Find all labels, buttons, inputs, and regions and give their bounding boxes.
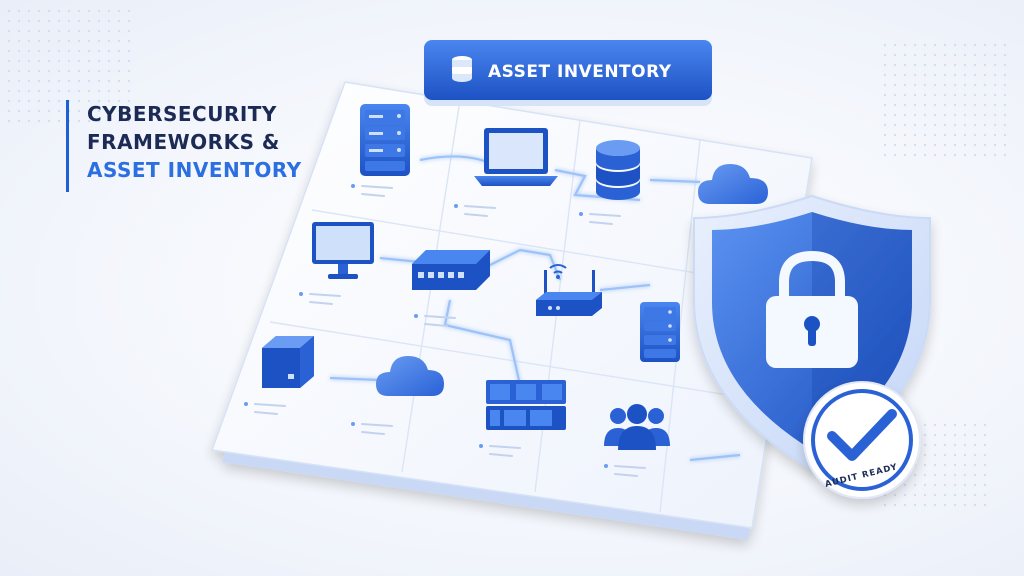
title-line-1: CYBERSECURITY [87, 102, 277, 126]
panel-header: ASSET INVENTORY [424, 40, 712, 106]
title-line-2: FRAMEWORKS & [87, 130, 280, 154]
database-icon [452, 56, 472, 82]
dot-pattern-right [880, 40, 1010, 160]
padlock-icon [766, 250, 858, 368]
audit-ready-badge: AUDIT READY [803, 381, 921, 499]
server-stack-icon [640, 302, 680, 362]
monitor-icon [312, 222, 374, 279]
page-title: CYBERSECURITY FRAMEWORKS & ASSET INVENTO… [66, 100, 302, 192]
database-icon [596, 140, 640, 200]
checkmark-icon [827, 409, 897, 461]
firewall-icon [486, 380, 566, 430]
users-group-icon [604, 404, 670, 450]
storage-box-icon [262, 336, 314, 388]
title-line-3: ASSET INVENTORY [87, 158, 302, 182]
laptop-icon [474, 128, 558, 186]
cell-detail-lines [244, 184, 646, 477]
dot-pattern-left [4, 6, 134, 126]
cloud-icon [698, 164, 768, 204]
wifi-router-icon [536, 264, 602, 316]
server-rack-icon [360, 104, 410, 176]
panel-header-label: ASSET INVENTORY [488, 62, 672, 82]
network-switch-icon [412, 250, 490, 290]
cloud-icon [376, 356, 444, 396]
